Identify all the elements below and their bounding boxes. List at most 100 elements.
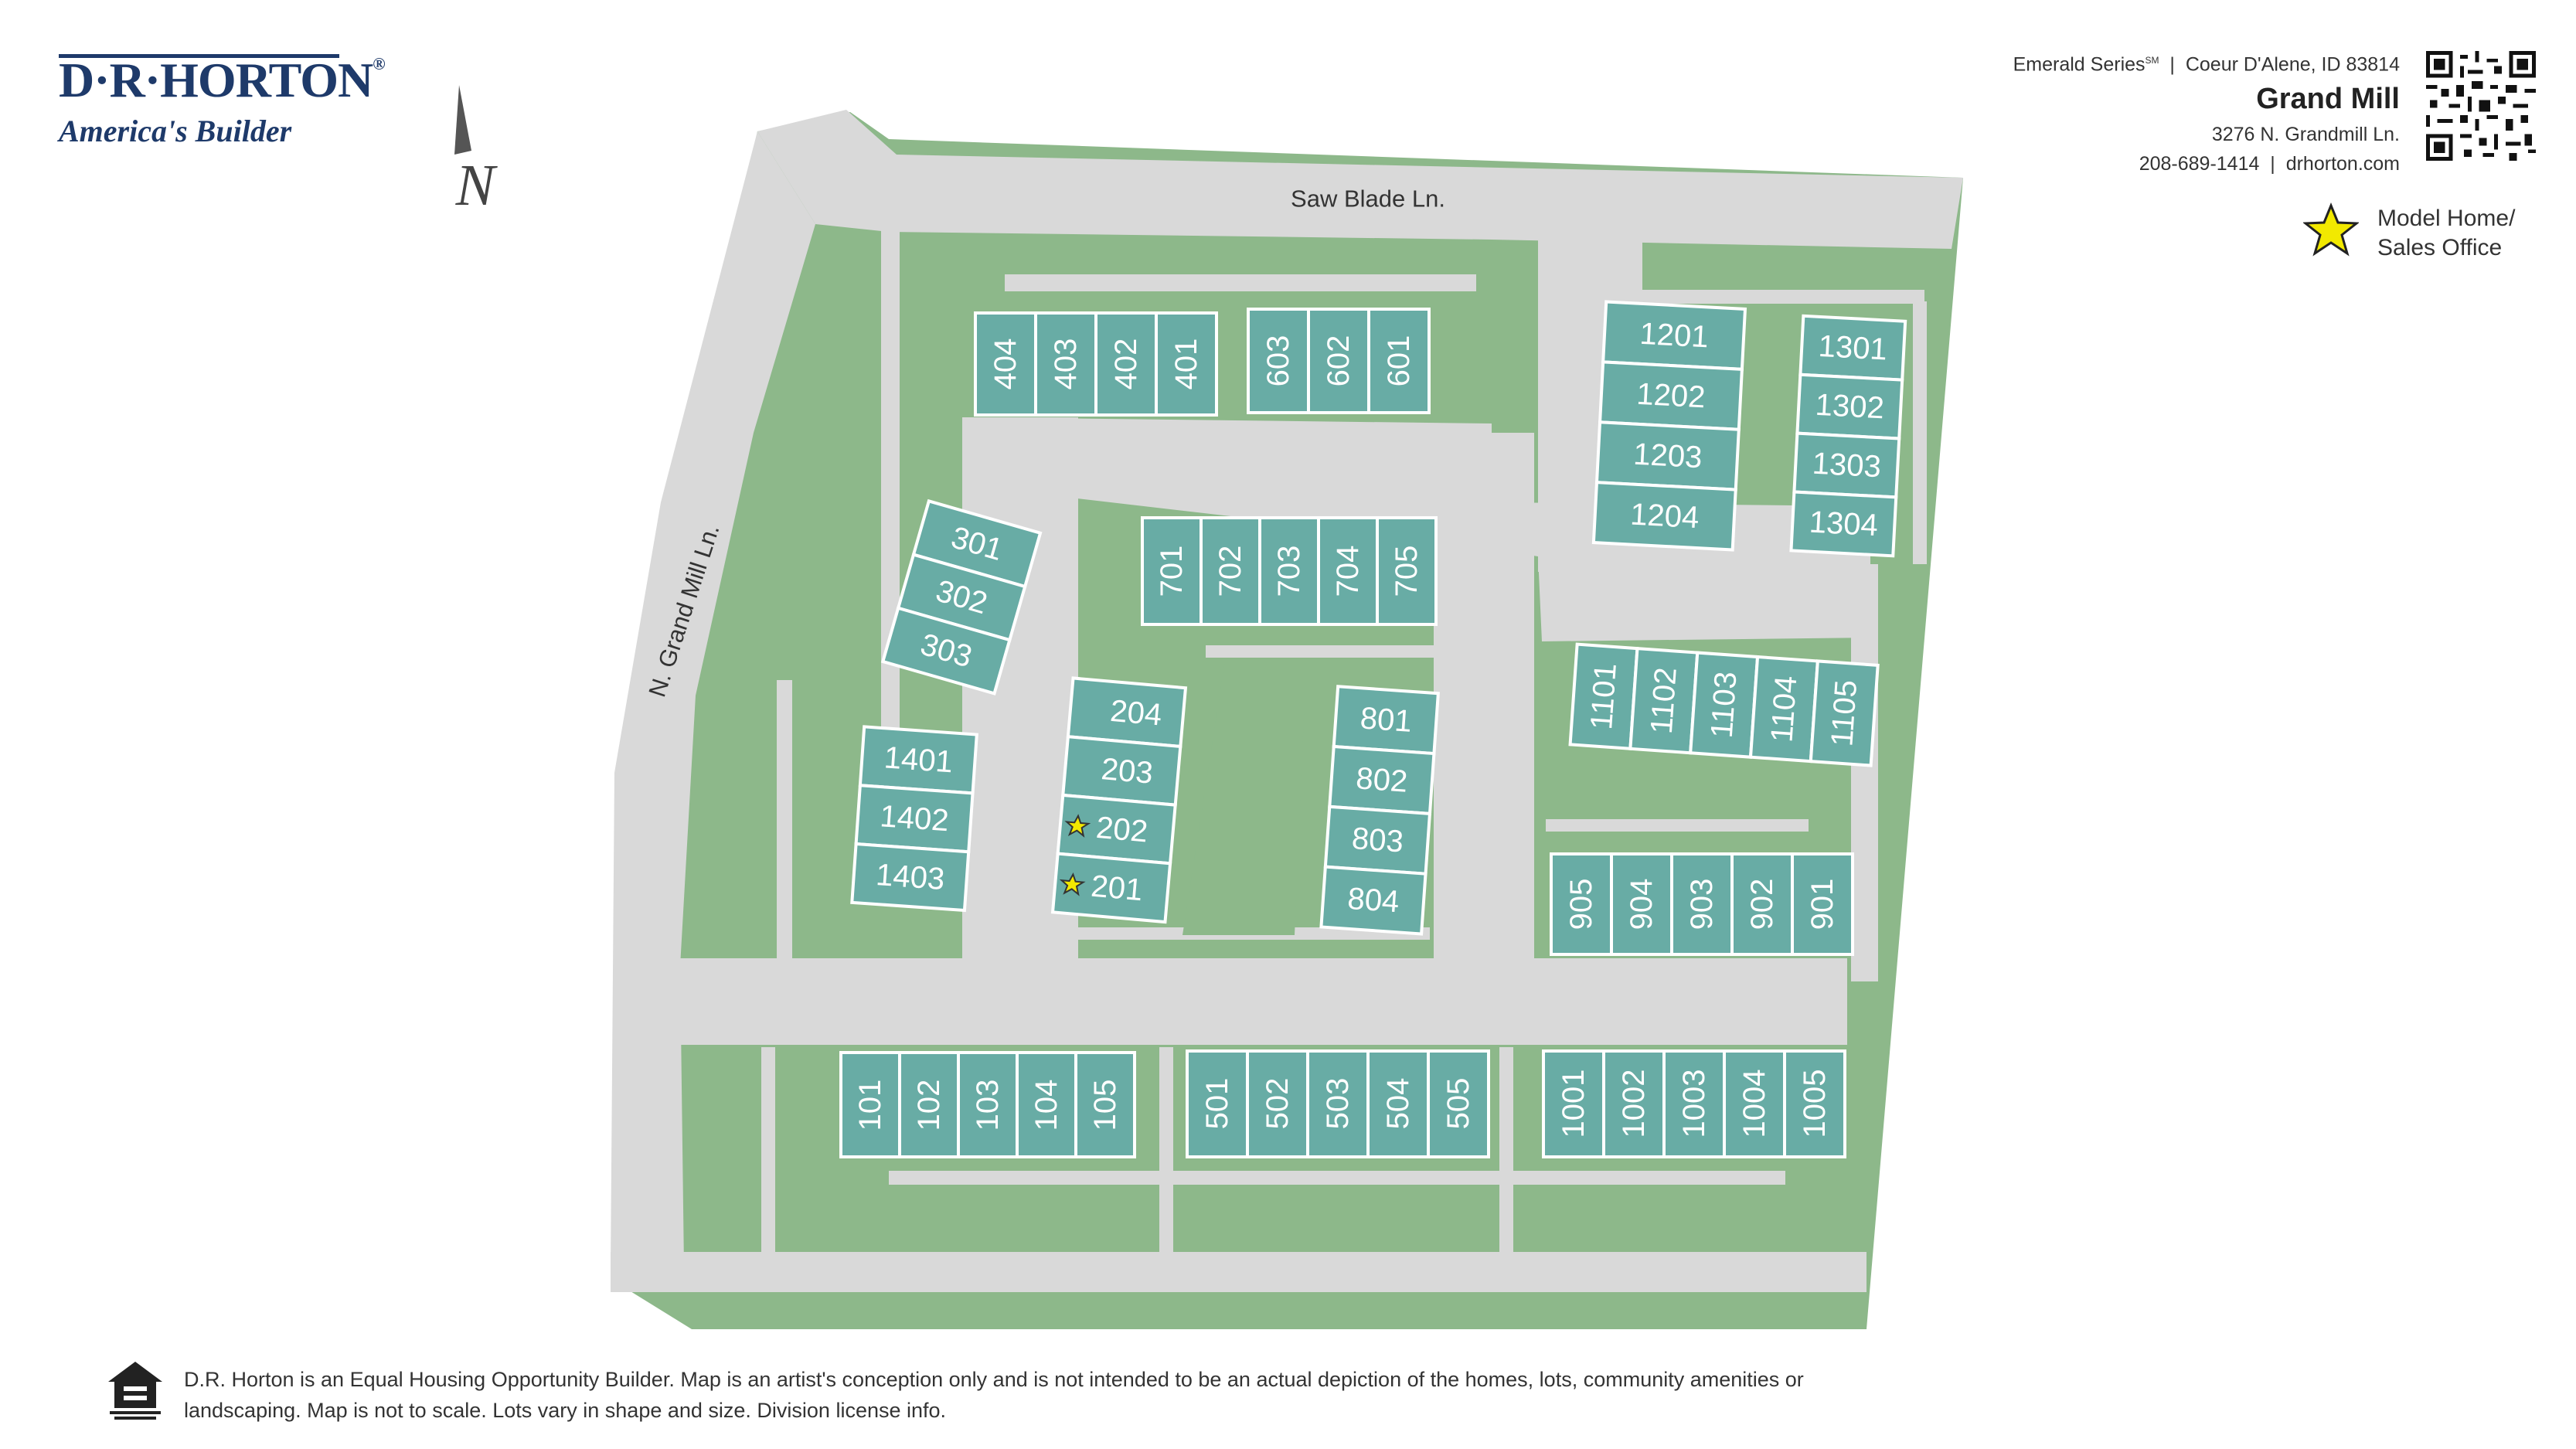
- lot-label-702: 702: [1213, 546, 1247, 597]
- lot-103[interactable]: [957, 1051, 1019, 1158]
- lot-1004[interactable]: [1723, 1049, 1786, 1158]
- saw-blade-road: [757, 110, 1963, 249]
- lot-block-1400: 1401 1402 1403: [850, 725, 978, 913]
- lot-block-700: 701 702 703 704 705: [1141, 516, 1438, 626]
- lot-label-704: 704: [1331, 546, 1365, 597]
- lot-label-504: 504: [1381, 1078, 1415, 1130]
- lot-block-500: 501 502 503 504 505: [1186, 1049, 1490, 1158]
- lot-block-600: 603 602 601: [1247, 308, 1431, 414]
- lot-1403[interactable]: [850, 842, 971, 913]
- phone-number[interactable]: 208-689-1414: [2139, 153, 2260, 175]
- brand-name: D·R·HORTON: [59, 53, 373, 107]
- lot-601[interactable]: [1367, 308, 1431, 414]
- eho-caption-line2: [114, 1417, 156, 1420]
- lot-705[interactable]: [1376, 516, 1438, 626]
- alley-south-2: [1159, 1047, 1173, 1264]
- location: Coeur D'Alene, ID 83814: [2185, 53, 2400, 76]
- lot-label-1002: 1002: [1617, 1070, 1651, 1138]
- alley-south-3: [1499, 1047, 1513, 1264]
- lot-label-1202: 1202: [1635, 377, 1706, 415]
- lot-1002[interactable]: [1602, 1049, 1666, 1158]
- lot-label-1302: 1302: [1815, 388, 1885, 426]
- series-line: Emerald SeriesSM | Coeur D'Alene, ID 838…: [2013, 53, 2400, 76]
- lot-block-100: 101 102 103 104 105: [839, 1051, 1136, 1158]
- lot-label-601: 601: [1382, 335, 1416, 387]
- contact-line: 208-689-1414 | drhorton.com: [2139, 153, 2400, 175]
- lot-901[interactable]: [1791, 852, 1854, 956]
- disclaimer-line2: landscaping. Map is not to scale. Lots v…: [184, 1399, 947, 1422]
- lot-105[interactable]: [1074, 1051, 1136, 1158]
- lot-902[interactable]: [1730, 852, 1794, 956]
- lot-label-803: 803: [1351, 821, 1405, 859]
- website-link[interactable]: drhorton.com: [2285, 153, 2400, 175]
- lot-1001[interactable]: [1542, 1049, 1605, 1158]
- lot-label-1401: 1401: [883, 740, 954, 779]
- lot-904[interactable]: [1610, 852, 1673, 956]
- lot-201[interactable]: [1050, 852, 1172, 924]
- model-home-star-icon: [2303, 202, 2359, 257]
- registered-mark: ®: [373, 54, 385, 73]
- east-road: [1851, 564, 1878, 981]
- lot-label-1304: 1304: [1809, 505, 1879, 543]
- lot-602[interactable]: [1307, 308, 1370, 414]
- lot-603[interactable]: [1247, 308, 1310, 414]
- lot-505[interactable]: [1427, 1049, 1490, 1158]
- bottom-road: [611, 1252, 1866, 1292]
- lot-703[interactable]: [1258, 516, 1320, 626]
- road-network: [611, 110, 1963, 1292]
- alley-west: [881, 209, 900, 750]
- eho-house-shape: [108, 1362, 162, 1408]
- lot-label-901: 901: [1805, 879, 1839, 930]
- lot-label-505: 505: [1441, 1078, 1475, 1130]
- lot-402[interactable]: [1094, 311, 1158, 417]
- lot-label-1004: 1004: [1737, 1070, 1771, 1138]
- lot-label-602: 602: [1322, 335, 1356, 387]
- alley-1400: [777, 680, 792, 958]
- lot-block-1300: 1301 1302 1303 1304: [1789, 314, 1907, 558]
- lot-label-1204: 1204: [1629, 498, 1700, 536]
- saw-blade-street-label: Saw Blade Ln.: [1291, 185, 1445, 213]
- lot-label-102: 102: [912, 1080, 946, 1131]
- lot-label-603: 603: [1261, 335, 1295, 387]
- lot-403[interactable]: [1034, 311, 1097, 417]
- disclaimer-line1: D.R. Horton is an Equal Housing Opportun…: [184, 1368, 1804, 1391]
- qr-code-icon[interactable]: [2426, 51, 2536, 161]
- lot-block-800: 801 802 803 804: [1319, 685, 1440, 936]
- lot-label-404: 404: [989, 338, 1023, 390]
- legend-label-line2: Sales Office: [2377, 235, 2503, 260]
- lot-1304[interactable]: [1789, 490, 1898, 558]
- lot-1005[interactable]: [1783, 1049, 1846, 1158]
- lots-layer: 404 403 402 401 603 602 601 301: [839, 300, 1907, 1158]
- lot-label-1203: 1203: [1632, 437, 1703, 475]
- lot-804[interactable]: [1319, 865, 1428, 936]
- lot-label-1303: 1303: [1812, 447, 1882, 485]
- lot-303[interactable]: [880, 606, 1012, 696]
- lot-504[interactable]: [1366, 1049, 1430, 1158]
- lot-block-1000: 1001 1002 1003 1004 1005: [1542, 1049, 1846, 1158]
- alley-1300: [1913, 301, 1927, 564]
- alley-100: [761, 1047, 775, 1260]
- lot-1105[interactable]: [1809, 659, 1880, 767]
- central-road: [657, 958, 1847, 1045]
- legend-star-shape: [2303, 202, 2359, 257]
- lot-label-1201: 1201: [1638, 317, 1709, 355]
- lot-702[interactable]: [1200, 516, 1261, 626]
- lot-503[interactable]: [1306, 1049, 1370, 1158]
- lot-401[interactable]: [1155, 311, 1218, 417]
- eho-bar-bottom: [124, 1396, 147, 1400]
- lot-label-703: 703: [1272, 546, 1306, 597]
- lot-block-200: 204 203 202 201: [1050, 676, 1188, 924]
- header-info: Emerald SeriesSM | Coeur D'Alene, ID 838…: [2013, 46, 2400, 179]
- lot-404[interactable]: [974, 311, 1037, 417]
- lot-label-204: 204: [1109, 694, 1163, 733]
- lot-101[interactable]: [839, 1051, 901, 1158]
- lot-block-400: 404 403 402 401: [974, 311, 1218, 417]
- community-name: Grand Mill: [2256, 83, 2400, 116]
- lot-label-1403: 1403: [875, 858, 946, 896]
- lot-903[interactable]: [1670, 852, 1734, 956]
- lot-label-801: 801: [1359, 701, 1413, 739]
- lot-1204[interactable]: [1591, 481, 1737, 552]
- lot-label-1103: 1103: [1705, 671, 1744, 740]
- north-arrow-icon: N: [454, 85, 499, 218]
- lot-label-902: 902: [1745, 879, 1779, 930]
